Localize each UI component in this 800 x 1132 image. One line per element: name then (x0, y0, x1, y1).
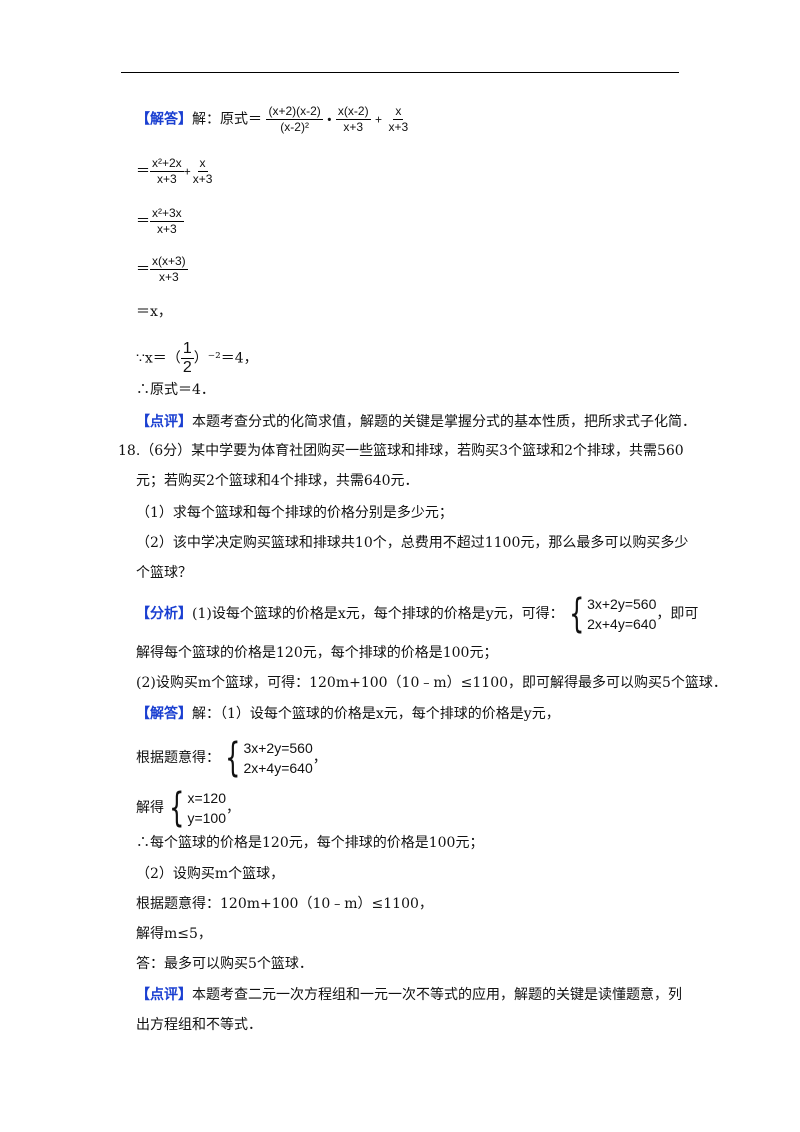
answer-line-5: ＝x， (136, 304, 172, 320)
answer-tag: 【解答】 (136, 111, 192, 128)
analysis-tag: 【分析】 (136, 606, 192, 622)
header-rule (121, 72, 679, 73)
comment-2-line-1: 【点评】本题考查二元一次方程组和一元一次不等式的应用，解题的关键是读懂题意，列 (136, 987, 682, 1003)
fraction-2: x(x-2)x+3 (335, 104, 371, 134)
solution-line-1: 【解答】解：（1）设每个篮球的价格是x元，每个排球的价格是y元， (136, 706, 560, 722)
answer-line-4: ＝x(x+3)x+3 (136, 254, 188, 284)
fraction-1: (x+2)(x-2)(x-2)² (266, 104, 323, 134)
question-18-line-1: 18.（6分）某中学要为体育社团购买一些篮球和排球，若购买3个篮球和2个排球，共… (118, 443, 684, 459)
solution-line-4: ∴每个篮球的价格是120元，每个排球的价格是100元； (136, 835, 484, 851)
solution-line-8: 答：最多可以购买5个篮球． (136, 956, 313, 972)
comment-1: 【点评】本题考查分式的化简求值，解题的关键是掌握分式的基本性质，把所求式子化简． (136, 414, 696, 430)
solution-line-6: 根据题意得：120m+100（10﹣m）≤1100， (136, 896, 433, 912)
question-18-sub-2a: （2）该中学决定购买篮球和排球共10个，总费用不超过1100元，那么最多可以购买… (136, 535, 689, 551)
answer-line-7: ∴原式＝4． (136, 382, 215, 398)
dot-operator: • (327, 112, 332, 127)
analysis-line-2: 解得每个篮球的价格是120元，每个排球的价格是100元； (136, 645, 498, 661)
comment-tag: 【点评】 (136, 414, 192, 430)
question-18-sub-1: （1）求每个篮球和每个排球的价格分别是多少元； (136, 505, 453, 521)
fraction-step4: x(x+3)x+3 (150, 254, 188, 284)
answer-lead: 解：原式＝ (192, 111, 262, 128)
plus-operator: + (375, 112, 383, 127)
solution-line-5: （2）设购买m个篮球， (136, 866, 285, 882)
question-18-sub-2b: 个篮球？ (136, 565, 192, 581)
solution-line-7: 解得m≤5， (136, 926, 212, 942)
solution-tag: 【解答】 (136, 706, 192, 722)
analysis-line-1: 【分析】(1)设每个篮球的价格是x元，每个排球的价格是y元，可得：{3x+2y=… (136, 591, 699, 637)
comment-tag-2: 【点评】 (136, 987, 192, 1003)
analysis-line-3: (2)设购买m个篮球，可得：120m+100（10﹣m）≤1100，即可解得最多… (136, 675, 727, 691)
comment-2-line-2: 出方程组和不等式． (136, 1017, 262, 1033)
question-18-line-2: 元；若购买2个篮球和4个排球，共需640元． (136, 473, 419, 489)
answer-line-1: 【解答】解：原式＝ (x+2)(x-2)(x-2)² • x(x-2)x+3 +… (136, 104, 410, 135)
